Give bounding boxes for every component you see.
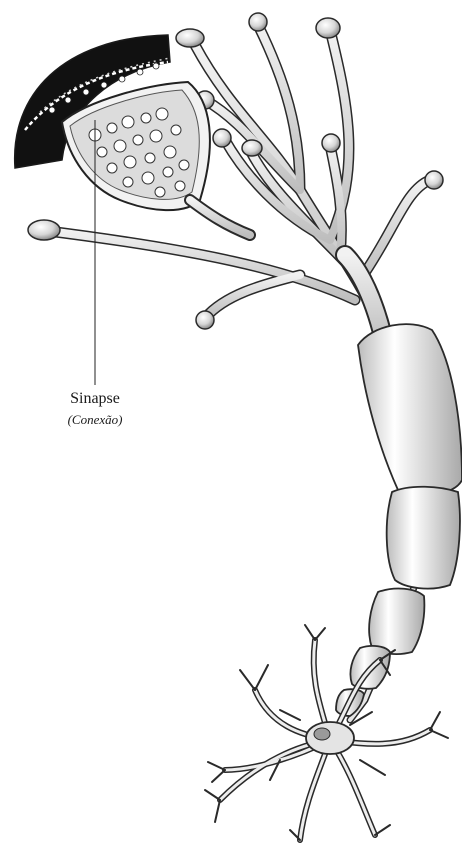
synapse-magnifier: [15, 35, 250, 385]
myelinated-axon: [336, 324, 462, 720]
synapse-label: Sinapse: [0, 390, 190, 408]
synapse-sublabel: (Conexão): [0, 412, 190, 428]
neuron-soma: [205, 625, 448, 840]
